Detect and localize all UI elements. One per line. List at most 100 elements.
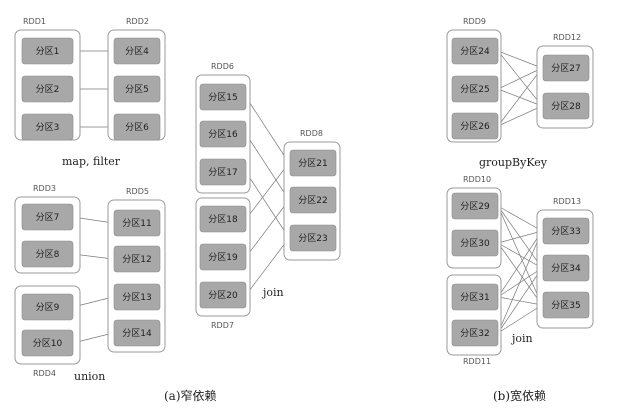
partition-label: 分区18: [208, 214, 238, 225]
partition-box: [451, 319, 499, 347]
rdd-rdd13: RDD13 分区33 分区34 分区35: [536, 197, 594, 329]
partition-label: 分区23: [298, 233, 327, 244]
dependency-arrow: [497, 230, 543, 334]
rdd-label-rdd1: RDD1: [23, 17, 46, 26]
partition-label: 分区9: [36, 302, 60, 313]
dependency-arrow: [497, 105, 543, 127]
dependency-arrow: [497, 50, 543, 69]
dependency-arrow: [245, 96, 290, 164]
partition-box: [113, 113, 161, 141]
partition-label: 分区26: [460, 121, 490, 132]
rdd-rdd2: RDD2 分区4 分区5 分区6: [107, 17, 166, 141]
partition-box: [21, 113, 74, 141]
partition-box: [113, 245, 161, 273]
partition-label: 分区5: [125, 84, 149, 95]
partition-box: [451, 75, 499, 103]
partition-box: [451, 112, 499, 140]
rdd-label-rdd10: RDD10: [463, 175, 491, 184]
partition-box: [113, 319, 161, 347]
rdd-label-rdd4: RDD4: [33, 369, 56, 378]
partition-box: [113, 209, 161, 237]
partition-label: 分区35: [551, 300, 580, 311]
rdd-rdd4: RDD4 分区9 分区10: [14, 285, 81, 378]
dependency-arrow: [245, 237, 290, 296]
partition-label: 分区14: [122, 328, 152, 339]
partition-box: [289, 224, 337, 252]
partition-label: 分区19: [208, 252, 238, 263]
partition-box: [199, 281, 247, 309]
partition-box: [21, 329, 74, 357]
partition-box: [451, 192, 499, 220]
partition-label: 分区7: [36, 212, 60, 223]
partition-box: [542, 291, 590, 319]
op-label-join-wide: join: [510, 332, 533, 345]
partition-box: [199, 120, 247, 148]
rdd-label-rdd8: RDD8: [300, 129, 323, 138]
op-label-map-filter: map, filter: [62, 155, 121, 168]
partition-label: 分区27: [551, 63, 580, 74]
dependency-arrow: [245, 199, 290, 258]
partition-label: 分区22: [298, 195, 327, 206]
rdd-rdd7: RDD7 分区18 分区19 分区20: [195, 197, 251, 330]
partition-label: 分区12: [122, 254, 151, 265]
partition-box: [113, 75, 161, 103]
partition-label: 分区25: [460, 84, 489, 95]
partition-label: 分区13: [122, 292, 151, 303]
partition-box: [21, 240, 74, 268]
op-label-join-narrow: join: [261, 286, 284, 299]
partition-label: 分区2: [36, 84, 60, 95]
rdd-label-rdd11: RDD11: [463, 357, 491, 366]
dependency-arrow: [497, 267, 543, 334]
partition-label: 分区1: [36, 46, 60, 57]
partition-label: 分区10: [33, 338, 63, 349]
partition-label: 分区34: [551, 263, 581, 274]
partition-box: [451, 37, 499, 65]
partition-box: [199, 205, 247, 233]
op-label-groupbykey: groupByKey: [479, 156, 548, 169]
partition-label: 分区15: [208, 92, 237, 103]
partition-label: 分区6: [125, 122, 149, 133]
partition-label: 分区4: [125, 46, 149, 57]
rdd-rdd6: RDD6 分区15 分区16 分区17: [195, 62, 251, 194]
partition-label: 分区17: [208, 167, 237, 178]
dependency-arrow: [497, 67, 543, 90]
rdd-label-rdd5: RDD5: [126, 187, 149, 196]
partition-label: 分区21: [298, 158, 327, 169]
partition-label: 分区16: [208, 129, 238, 140]
partition-box: [289, 149, 337, 177]
partition-label: 分区29: [460, 201, 490, 212]
dependency-arrow: [497, 205, 543, 232]
partition-box: [289, 186, 337, 214]
rdd-label-rdd7: RDD7: [211, 321, 234, 330]
dependency-arrow: [245, 133, 290, 201]
partition-box: [21, 203, 74, 231]
partition-box: [542, 92, 590, 120]
rdd-label-rdd6: RDD6: [211, 62, 234, 71]
partition-label: 分区33: [551, 226, 580, 237]
partition-label: 分区28: [551, 101, 581, 112]
partition-box: [199, 158, 247, 186]
partition-box: [542, 54, 590, 82]
boxes-layer: RDD1分区1分区2分区3RDD2分区4分区5分区6RDD3分区7分区8RDD4…: [14, 17, 594, 378]
partition-box: [21, 37, 74, 65]
dependency-arrow: [497, 230, 543, 298]
dependency-arrow: [245, 162, 290, 220]
partition-label: 分区20: [208, 290, 238, 301]
rdd-label-rdd3: RDD3: [33, 184, 56, 193]
rdd-label-rdd2: RDD2: [126, 17, 149, 26]
partition-box: [199, 243, 247, 271]
labels-layer: map, filter union join groupByKey join (…: [62, 155, 548, 403]
partition-box: [113, 37, 161, 65]
dependency-arrow: [497, 242, 543, 306]
rdd-label-rdd13: RDD13: [553, 197, 581, 206]
op-label-union: union: [74, 370, 105, 383]
partition-box: [199, 83, 247, 111]
